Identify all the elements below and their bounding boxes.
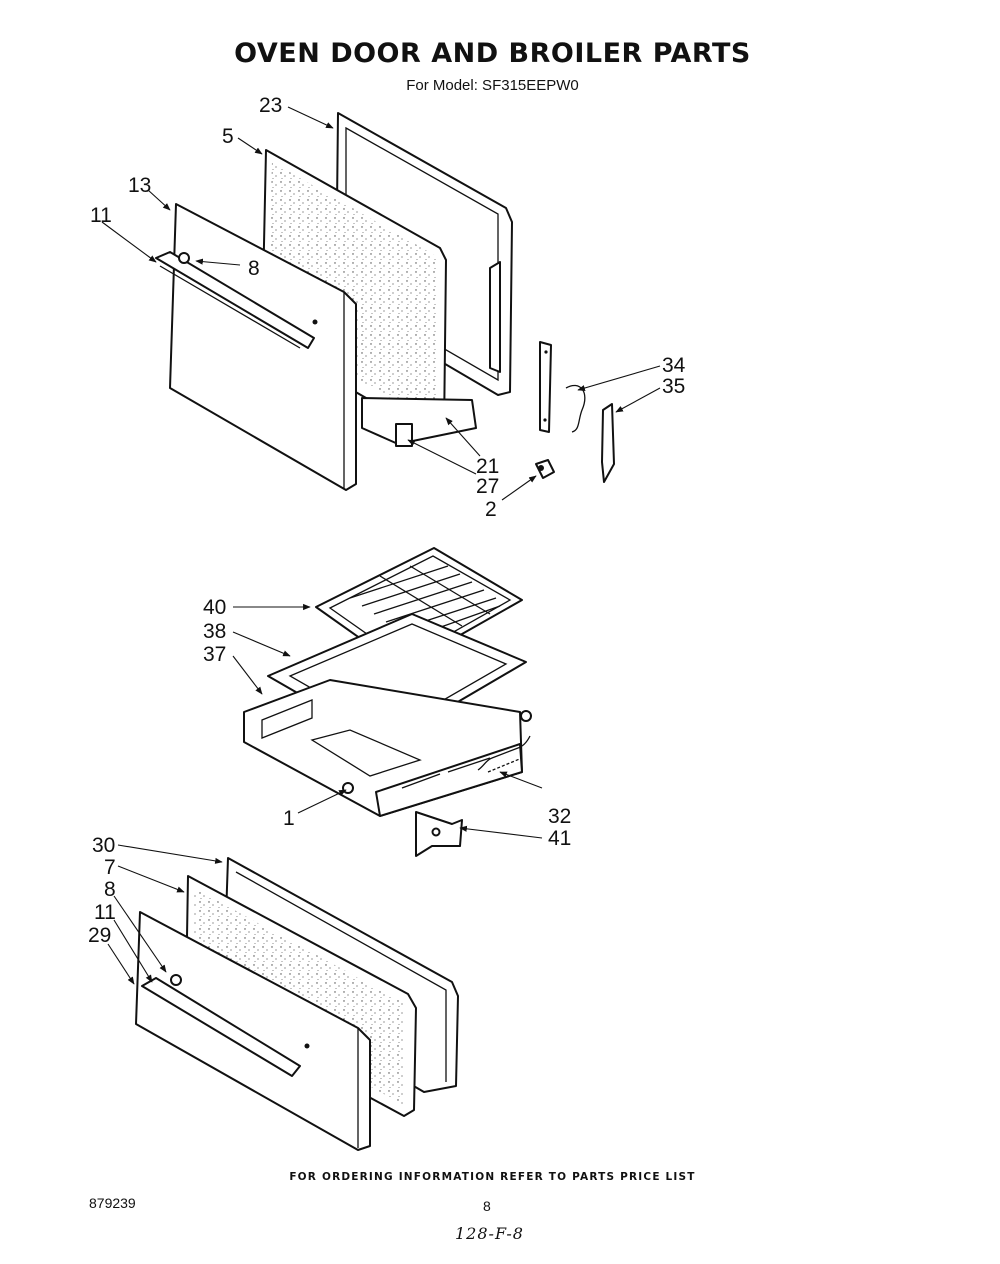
- callout-41: 41: [548, 827, 571, 850]
- callout-1: 1: [283, 807, 295, 830]
- broiler-drawer: [243, 679, 532, 817]
- callout-8: 8: [248, 257, 260, 280]
- page-number: 8: [483, 1198, 491, 1214]
- callout-38: 38: [203, 620, 226, 643]
- broiler-bracket: [415, 811, 463, 857]
- door-stop-bumper: [535, 459, 555, 479]
- door-hinge-parts: [539, 341, 615, 483]
- callout-27: 27: [476, 475, 499, 498]
- callout-21: 21: [476, 455, 499, 478]
- leader-lines: [101, 106, 661, 985]
- callout-8b: 8: [104, 878, 116, 901]
- broiler-spring: [477, 735, 531, 773]
- callout-13: 13: [128, 174, 151, 197]
- callout-5: 5: [222, 125, 234, 148]
- callout-labels: 23 5 13 11 8 34 35 21 27 2 40 38 37 1 32…: [88, 94, 686, 947]
- document-number: 879239: [89, 1195, 136, 1211]
- callout-29: 29: [88, 924, 111, 947]
- callout-11b: 11: [94, 901, 116, 924]
- callout-7: 7: [104, 856, 116, 879]
- callout-35: 35: [662, 375, 685, 398]
- callout-32: 32: [548, 805, 571, 828]
- page-title: OVEN DOOR AND BROILER PARTS: [234, 38, 751, 69]
- callout-2: 2: [485, 498, 497, 521]
- handwritten-code: 128-F-8: [455, 1224, 524, 1243]
- ordering-note: FOR ORDERING INFORMATION REFER TO PARTS …: [289, 1171, 696, 1183]
- callout-37: 37: [203, 643, 226, 666]
- callout-11: 11: [90, 204, 112, 227]
- callout-34: 34: [662, 354, 686, 377]
- oven-door-outer-panel: [155, 203, 357, 491]
- model-subtitle: For Model: SF315EEPW0: [406, 77, 579, 94]
- callout-23: 23: [259, 94, 282, 117]
- callout-40: 40: [203, 596, 226, 619]
- callout-30: 30: [92, 834, 115, 857]
